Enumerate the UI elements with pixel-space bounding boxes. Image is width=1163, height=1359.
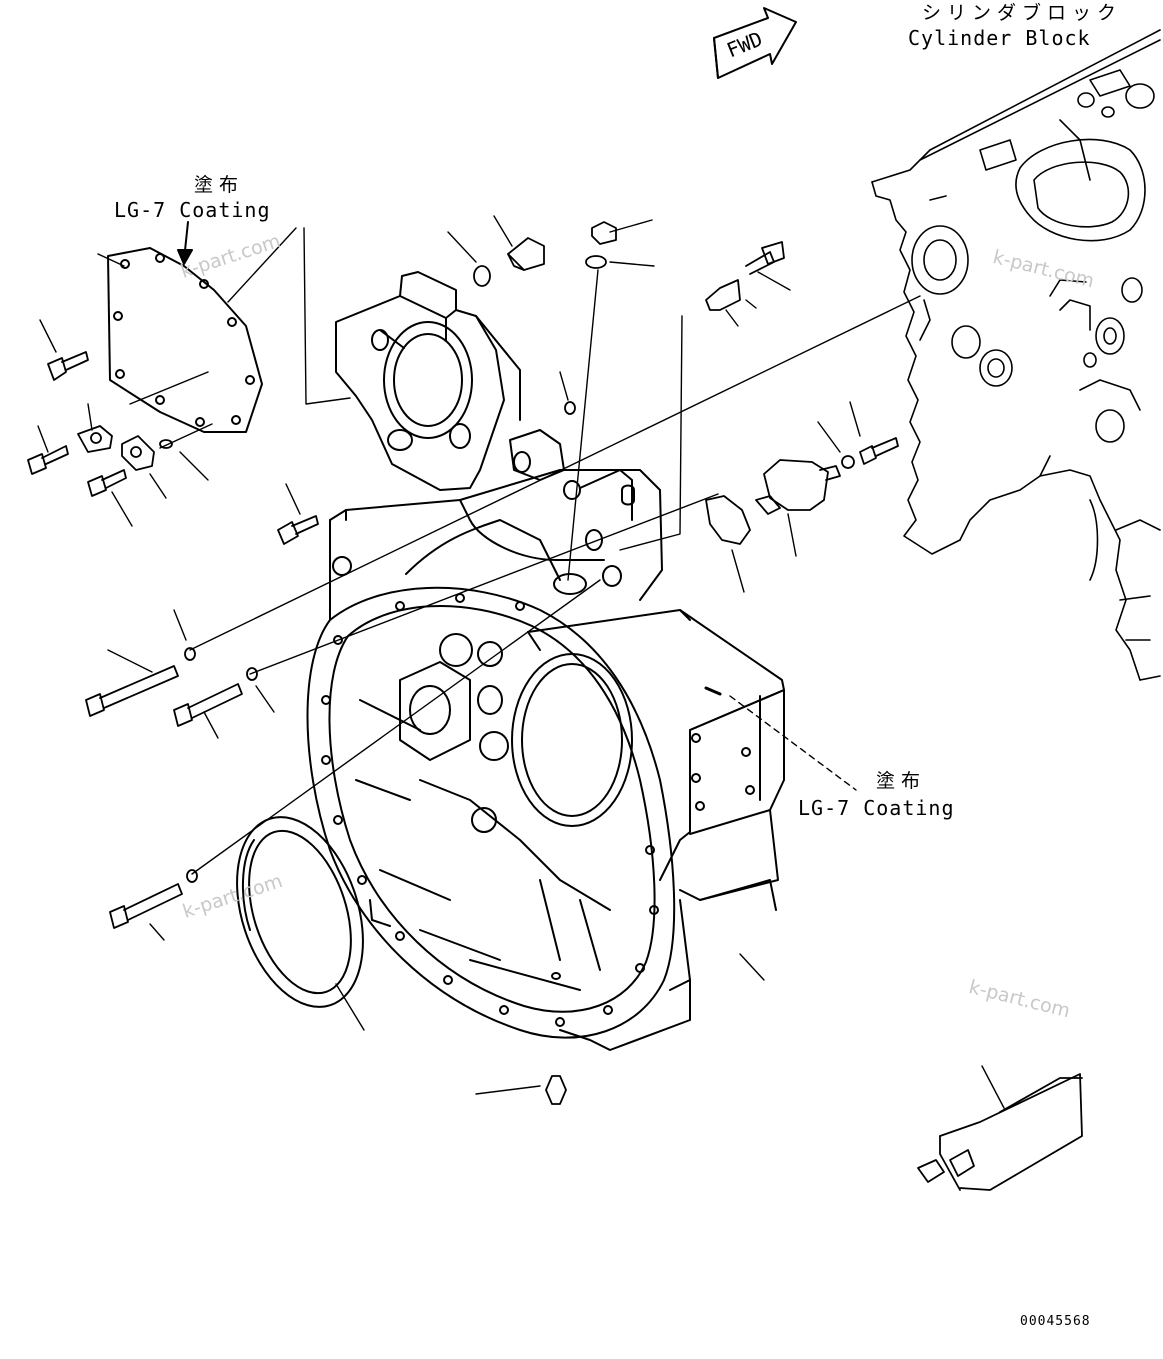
- cylinder-block-label-jp: シリンダブロック: [922, 2, 1123, 24]
- coating-label-top-jp: 塗布: [194, 174, 245, 196]
- fwd-arrow-icon: [713, 7, 797, 79]
- coating-label-right-jp: 塗布: [876, 770, 927, 792]
- fasteners: [27, 221, 1083, 1191]
- oil-seal: [236, 816, 364, 1008]
- cover-plate: [107, 221, 263, 433]
- coating-label-right-en: LG-7 Coating: [798, 796, 955, 820]
- cylinder-block-label-en: Cylinder Block: [908, 26, 1091, 50]
- flywheel-housing: [306, 271, 785, 1051]
- coating-label-top-en: LG-7 Coating: [114, 198, 271, 222]
- cylinder-block: [871, 29, 1161, 681]
- leader-lines: [37, 215, 1005, 1109]
- drawing-number: 00045568: [1020, 1314, 1091, 1329]
